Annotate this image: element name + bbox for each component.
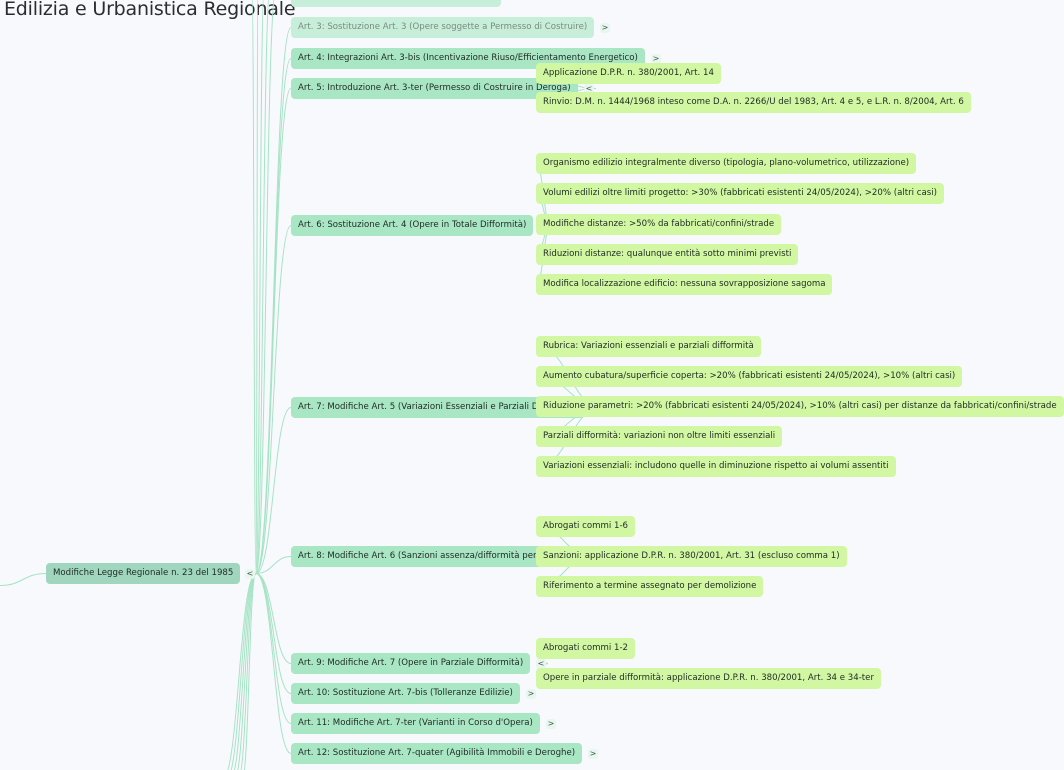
trunk-up-link-0 — [251, 0, 257, 574]
leaf-node-b6-4[interactable]: Modifica localizzazione edificio: nessun… — [536, 274, 833, 295]
branch-link-b10 — [255, 573, 292, 694]
branch-node-b6[interactable]: Art. 6: Sostituzione Art. 4 (Opere in To… — [291, 215, 534, 236]
branch-node-clipped[interactable] — [291, 0, 501, 7]
mindmap-connectors — [0, 0, 604, 770]
branch-node-b10[interactable]: Art. 10: Sostituzione Art. 7-bis (Toller… — [291, 683, 520, 704]
leaf-node-b6-2[interactable]: Modifiche distanze: >50% da fabbricati/c… — [536, 214, 782, 235]
trunk-down-link-4 — [240, 573, 257, 770]
branch-link-b5 — [255, 88, 292, 574]
branch-node-b8[interactable]: Art. 8: Modifiche Art. 6 (Sanzioni assen… — [291, 546, 575, 567]
leaf-node-b5-0[interactable]: Applicazione D.P.R. n. 380/2001, Art. 14 — [536, 63, 721, 84]
branch-node-b3[interactable]: Art. 3: Sostituzione Art. 3 (Opere sogge… — [291, 17, 595, 38]
leaf-node-b5-1[interactable]: Rinvio: D.M. n. 1444/1968 inteso come D.… — [536, 92, 971, 113]
root-collapse-toggle[interactable]: < — [245, 569, 255, 579]
branch-link-b7 — [255, 407, 292, 574]
branch-toggle-b9[interactable]: < — [536, 658, 546, 669]
branch-toggle-b10[interactable]: > — [526, 688, 536, 699]
branch-node-b11[interactable]: Art. 11: Modifiche Art. 7-ter (Varianti … — [291, 713, 540, 734]
branch-node-b5[interactable]: Art. 5: Introduzione Art. 3-ter (Permess… — [291, 78, 578, 99]
leaf-node-b9-0[interactable]: Abrogati commi 1-2 — [536, 638, 636, 659]
leaf-node-b9-1[interactable]: Opere in parziale difformità: applicazio… — [536, 668, 882, 689]
trunk-down-link-5 — [243, 573, 257, 770]
leaf-node-b8-1[interactable]: Sanzioni: applicazione D.P.R. n. 380/200… — [536, 546, 847, 567]
trunk-down-link-1 — [230, 573, 257, 770]
branch-link-b12 — [255, 573, 292, 754]
trunk-down-link-2 — [234, 573, 257, 770]
leaf-node-b6-1[interactable]: Volumi edilizi oltre limiti progetto: >3… — [536, 183, 944, 204]
branch-toggle-b12[interactable]: > — [588, 748, 598, 759]
leaf-node-b7-0[interactable]: Rubrica: Variazioni essenziali e parzial… — [536, 336, 761, 357]
page-title: Edilizia e Urbanistica Regionale — [4, 0, 296, 20]
branch-node-b9[interactable]: Art. 9: Modifiche Art. 7 (Opere in Parzi… — [291, 653, 531, 674]
trunk-down-link-3 — [237, 573, 257, 770]
branch-toggle-b4[interactable]: > — [651, 53, 661, 64]
root-incoming-link — [0, 573, 47, 586]
leaf-node-b8-2[interactable]: Riferimento a termine assegnato per demo… — [536, 576, 764, 597]
trunk-up-link-2 — [255, 0, 264, 574]
branch-link-b6 — [255, 225, 292, 574]
trunk-up-link-4 — [255, 0, 275, 574]
leaf-node-b7-3[interactable]: Parziali difformità: variazioni non oltr… — [536, 426, 783, 447]
branch-toggle-b3[interactable]: > — [600, 22, 610, 33]
trunk-down-link-0 — [227, 573, 257, 770]
leaf-node-b7-2[interactable]: Riduzione parametri: >20% (fabbricati es… — [536, 396, 1064, 417]
leaf-node-b6-3[interactable]: Riduzioni distanze: qualunque entità sot… — [536, 244, 799, 265]
branch-toggle-b11[interactable]: > — [546, 718, 556, 729]
root-node[interactable]: Modifiche Legge Regionale n. 23 del 1985 — [46, 563, 241, 584]
leaf-node-b6-0[interactable]: Organismo edilizio integralmente diverso… — [536, 153, 917, 174]
branch-toggle-b5[interactable]: < — [584, 83, 594, 94]
branch-link-b8 — [255, 556, 292, 574]
trunk-up-link-3 — [255, 0, 270, 574]
branch-node-b12[interactable]: Art. 12: Sostituzione Art. 7-quater (Agi… — [291, 743, 583, 764]
trunk-up-link-1 — [255, 0, 259, 574]
branch-node-b7[interactable]: Art. 7: Modifiche Art. 5 (Variazioni Ess… — [291, 397, 586, 418]
leaf-node-b7-4[interactable]: Variazioni essenziali: includono quelle … — [536, 456, 896, 477]
leaf-node-b8-0[interactable]: Abrogati commi 1-6 — [536, 516, 636, 537]
leaf-node-b7-1[interactable]: Aumento cubatura/superficie coperta: >20… — [536, 366, 963, 387]
branch-link-b11 — [255, 573, 292, 724]
